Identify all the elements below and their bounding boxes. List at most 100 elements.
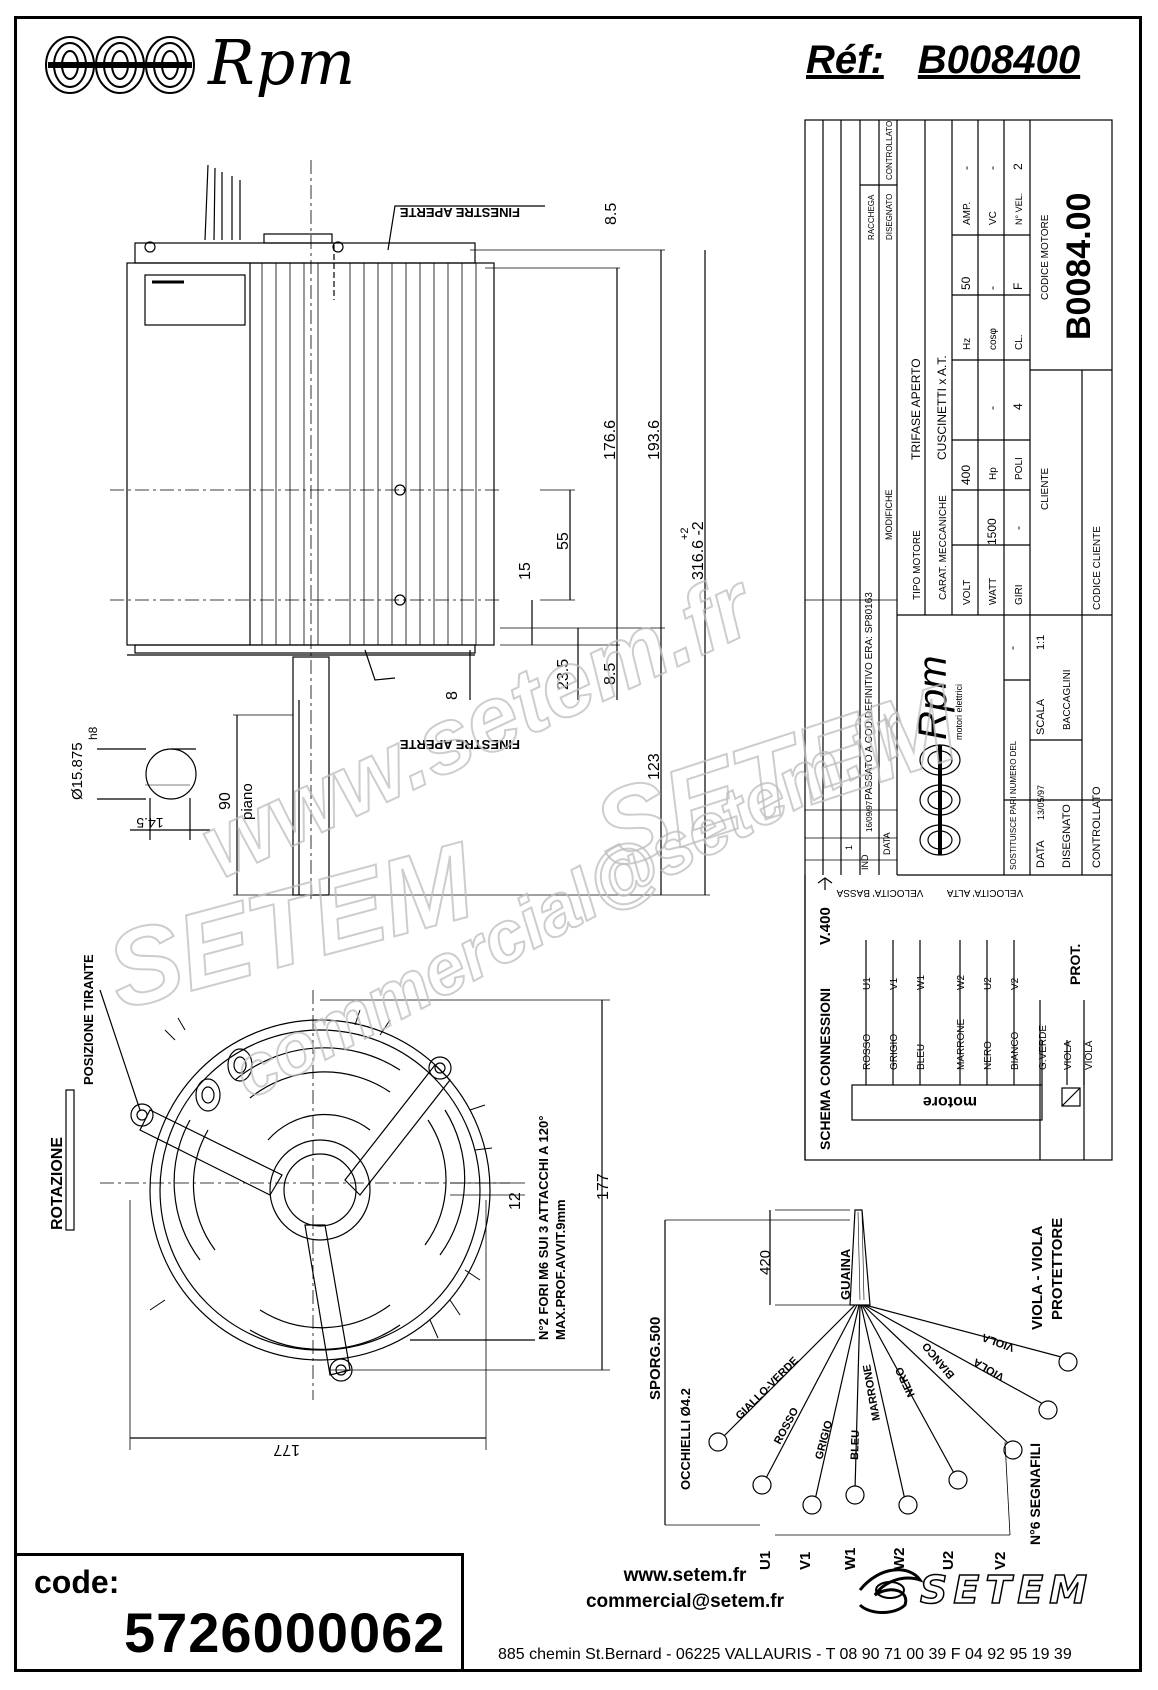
terminal-label: W2 xyxy=(891,1548,908,1571)
spec-volt-label: VOLT xyxy=(962,580,973,605)
code-value: 5726000062 xyxy=(124,1601,446,1664)
spec-vc-value: - xyxy=(985,166,999,170)
rev-text: PASSATO A COD.DEFINITIVO ERA: SP80163 xyxy=(864,592,875,800)
spec-giri-value: - xyxy=(1011,526,1025,530)
spec-amp-value: - xyxy=(959,166,973,170)
protector-label-2: PROTETTORE xyxy=(1049,1218,1066,1320)
spec-hz-label: Hz xyxy=(962,338,973,350)
terminal-label: V1 xyxy=(797,1552,814,1570)
spec-poli-value: 4 xyxy=(1011,403,1025,410)
schema-low-speed: VELOCITA' BASSA xyxy=(836,887,923,898)
code-label: code: xyxy=(34,1564,120,1600)
wire-label: GRIGIO xyxy=(813,1419,835,1461)
rev-header-racchega: RACCHEGA xyxy=(867,194,876,240)
rev-header-disegnato: DISEGNATO xyxy=(885,194,894,240)
drawn-value: BACCAGLINI xyxy=(1062,669,1073,730)
contact-block: www.setem.fr commercial@setem.fr xyxy=(520,1563,850,1615)
schema-high-speed: VELOCITA' ALTA xyxy=(946,887,1023,898)
rev-date: 16/09/97 xyxy=(865,800,874,832)
replaces-value: - xyxy=(1005,646,1019,650)
spec-hz-value: 50 xyxy=(959,276,973,290)
windows-top-label: FINESTRE APERTE xyxy=(400,205,520,220)
client-code-label: CODICE CLIENTE xyxy=(1092,526,1103,610)
dim-12: 12 xyxy=(507,1192,524,1210)
dim-176-6: 176.6 xyxy=(602,420,619,460)
schema-row-terminal: W1 xyxy=(916,975,927,990)
motor-type-label: TIPO MOTORE xyxy=(912,530,923,600)
schema-row-terminal: U1 xyxy=(862,977,873,990)
rev-header-controllato: CONTROLLATO xyxy=(885,121,894,180)
spec-hp-value: - xyxy=(985,406,999,410)
spec-nvel-label: N° VEL. xyxy=(1014,193,1024,225)
rev-header-data: DATA xyxy=(882,832,892,855)
schema-row-terminal: V1 xyxy=(889,977,900,990)
dim-177-bottom: 177 xyxy=(273,1441,300,1458)
shaft-tolerance: h8 xyxy=(86,726,100,740)
date-value: 13/05/97 xyxy=(1036,785,1046,820)
dim-90: 90 xyxy=(217,792,234,810)
setem-logo-text: SETEM xyxy=(919,1567,1094,1613)
motor-code-label: CODICE MOTORE xyxy=(1040,214,1051,300)
sheath-label: GUAINA xyxy=(838,1248,853,1300)
client-label: CLIENTE xyxy=(1040,467,1051,510)
checked-label: CONTROLLATO xyxy=(1091,786,1103,868)
cable-harness xyxy=(664,1209,1078,1536)
schema-row-color: BLEU xyxy=(916,1044,927,1070)
piano-label: piano xyxy=(239,783,256,820)
terminal-label: U2 xyxy=(940,1551,957,1570)
scale-label: SCALA xyxy=(1035,698,1047,735)
front-view xyxy=(65,989,610,1450)
spec-cosphi-value: - xyxy=(985,286,999,290)
email-link[interactable]: commercial@setem.fr xyxy=(585,1591,785,1612)
schema-row-color: ROSSO xyxy=(862,1034,873,1070)
schema-title: SCHEMA CONNESSIONI xyxy=(817,988,833,1150)
rotation-label: ROTAZIONE xyxy=(49,1137,66,1230)
spec-watt-label: WATT xyxy=(988,578,999,605)
length-label: SPORG.500 xyxy=(647,1317,664,1400)
dim-123: 123 xyxy=(646,753,663,780)
setem-swirl-logo xyxy=(858,1568,924,1614)
schema-prot-label: PROT. xyxy=(1067,944,1083,985)
dim-316-6: 316.6 -2 xyxy=(690,521,707,580)
dim-15: 15 xyxy=(517,562,534,580)
markers-label: N°6 SEGNAFILI xyxy=(1027,1443,1043,1545)
brand-name: Rpm xyxy=(208,26,357,99)
wire-label: MARRONE xyxy=(861,1363,883,1421)
spec-watt-value: 1500 xyxy=(985,518,999,545)
schema-row-color: VIOLA xyxy=(1063,1040,1074,1070)
website-link[interactable]: www.setem.fr xyxy=(623,1565,747,1586)
schema-voltage: V.400 xyxy=(817,907,834,945)
dim-8: 8 xyxy=(444,691,461,700)
schema-row-terminal: W2 xyxy=(956,975,967,990)
spec-cosphi-label: cosφ xyxy=(988,327,999,350)
terminal-label: V2 xyxy=(992,1552,1009,1570)
schema-row-color: GRIGIO xyxy=(889,1034,900,1070)
mech-value: CUSCINETTI x A.T. xyxy=(935,355,949,460)
shaft-flat: 14.5 xyxy=(136,815,163,831)
dim-8-5-top: 8.5 xyxy=(603,203,620,225)
dim-177-right: 177 xyxy=(595,1173,612,1200)
wire-label: VIOLA xyxy=(971,1356,1006,1383)
wire-label: ROSSO xyxy=(772,1405,801,1446)
spec-volt-value: 400 xyxy=(959,465,973,485)
schema-row-color: MARRONE xyxy=(956,1019,967,1070)
motor-code-value: B0084.00 xyxy=(1060,193,1098,340)
spec-cl-value: F xyxy=(1011,283,1025,290)
dim-23-5: 23.5 xyxy=(555,659,572,690)
spec-amp-label: AMP. xyxy=(962,202,973,225)
eyelets-label: OCCHIELLI Ø4.2 xyxy=(678,1388,693,1490)
wire-label: BLEU xyxy=(849,1430,862,1460)
ref-value: B008400 xyxy=(917,38,1081,82)
rev-ind: 1 xyxy=(844,845,854,850)
drawn-label: DISEGNATO xyxy=(1061,804,1073,868)
reference: Réf:B008400 xyxy=(806,38,1080,83)
terminal-label: W1 xyxy=(842,1548,859,1571)
dim-316-tol: +2 xyxy=(679,527,691,540)
spec-poli-label: POLI xyxy=(1014,457,1025,480)
shaft-diameter: Ø15.875 xyxy=(69,742,86,800)
wire-label: NERO xyxy=(893,1365,917,1399)
sheet-frame xyxy=(14,16,1142,1672)
motor-type-value: TRIFASE APERTO xyxy=(909,358,923,460)
